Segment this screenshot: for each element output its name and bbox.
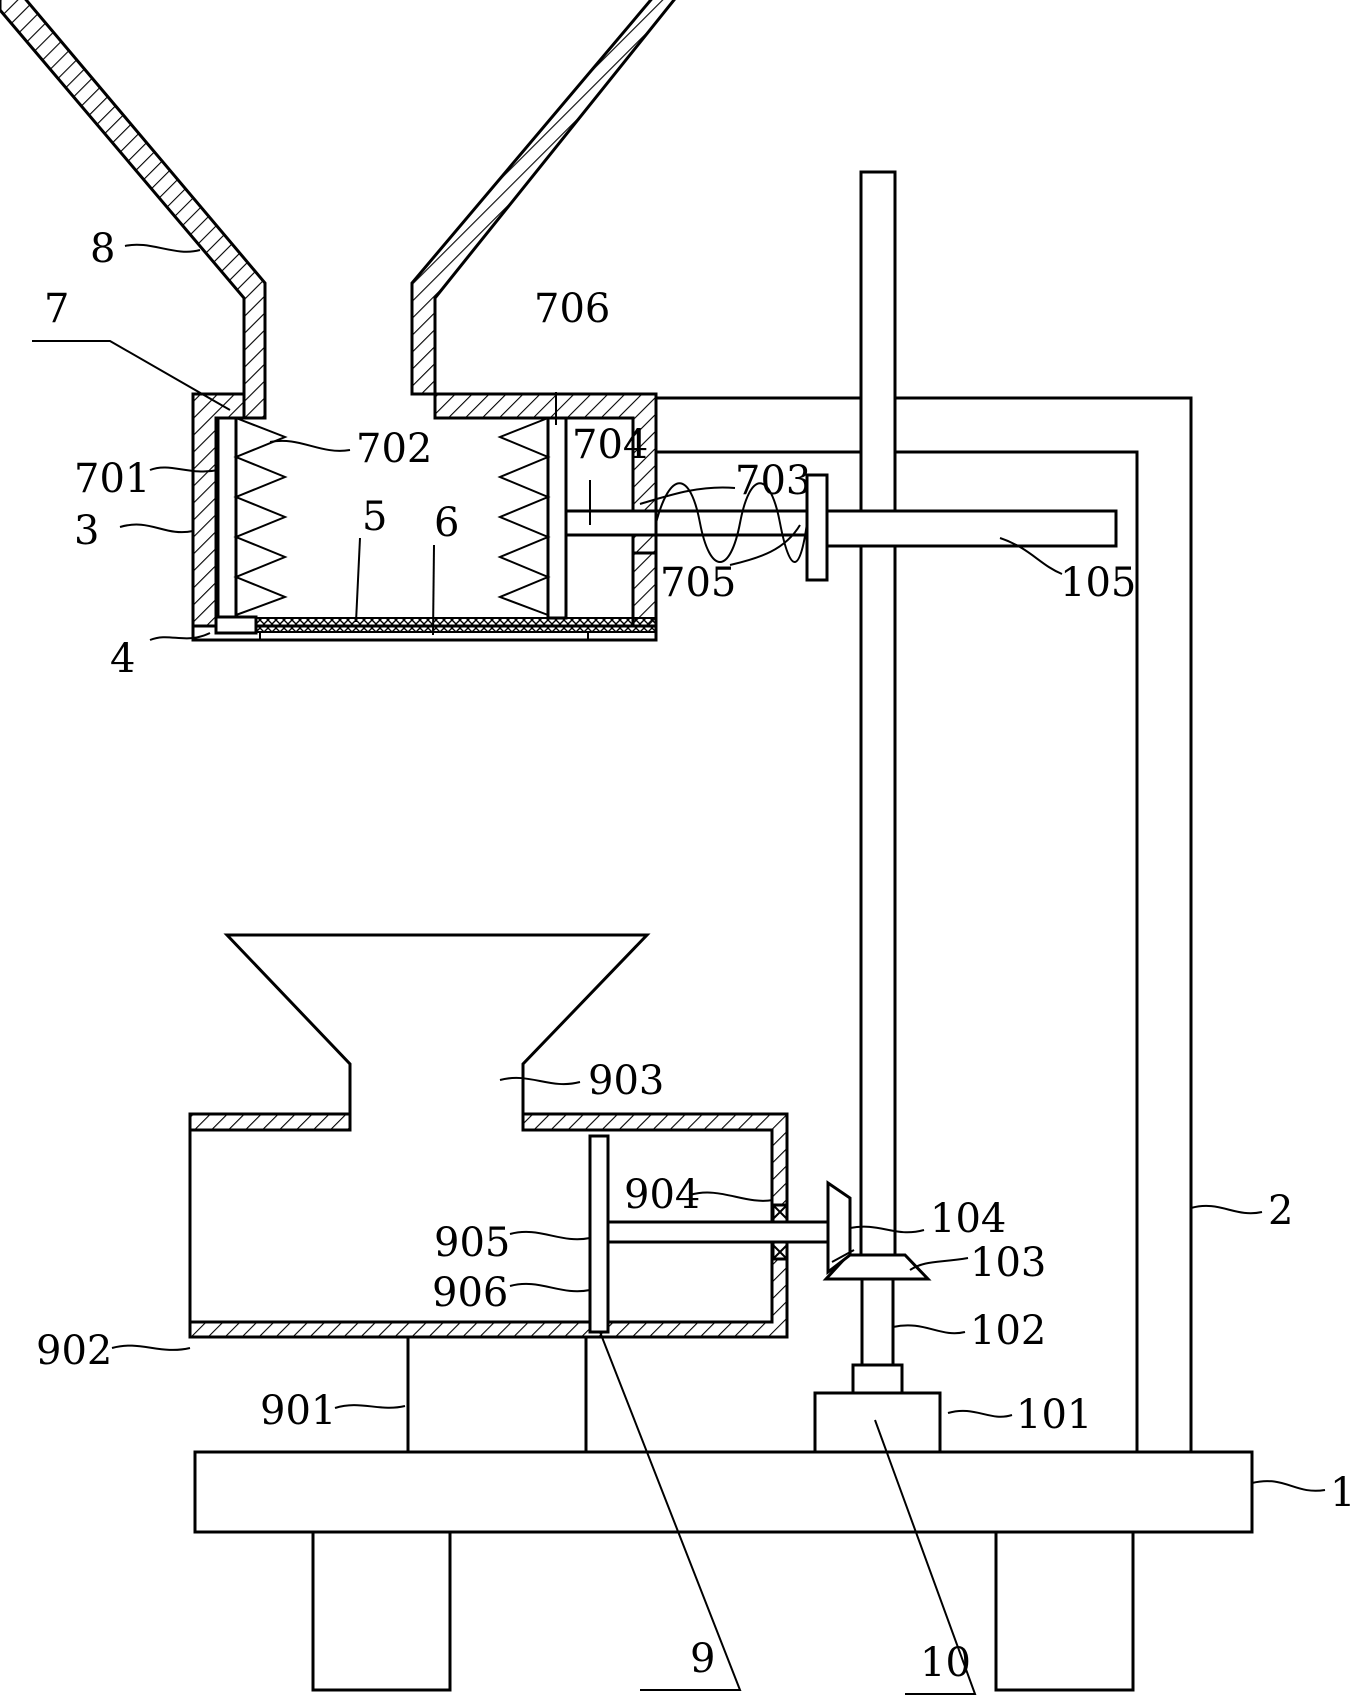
slider-4 <box>214 615 258 635</box>
spring-705 <box>655 482 808 563</box>
hopper-right-wall <box>410 0 676 396</box>
label-9: 9 <box>690 1636 715 1682</box>
base-plate <box>193 1450 1254 1534</box>
frame <box>654 396 1193 1454</box>
plate-701 <box>216 416 238 620</box>
vertical-rod <box>859 170 897 1259</box>
label-105: 105 <box>1060 560 1136 606</box>
label-102: 102 <box>970 1308 1046 1354</box>
motor <box>813 1391 942 1454</box>
label-6: 6 <box>434 500 459 546</box>
label-903: 903 <box>588 1058 664 1104</box>
label-3: 3 <box>74 508 99 554</box>
sawteeth-left <box>233 417 288 616</box>
frame-inner <box>654 450 1139 1454</box>
label-4: 4 <box>110 636 135 682</box>
label-902: 902 <box>36 1328 112 1374</box>
frame-outer <box>654 396 1193 1454</box>
plate-706 <box>546 416 568 620</box>
label-904: 904 <box>624 1172 700 1218</box>
label-7: 7 <box>44 286 69 332</box>
label-701: 701 <box>74 456 150 502</box>
label-906: 906 <box>432 1270 508 1316</box>
screen-box <box>191 392 809 642</box>
shaft-905 <box>606 1220 830 1244</box>
label-103: 103 <box>970 1240 1046 1286</box>
leader-lines <box>32 243 1326 1695</box>
label-104: 104 <box>930 1196 1006 1242</box>
label-702: 702 <box>356 426 432 472</box>
label-706: 706 <box>534 286 610 332</box>
label-2: 2 <box>1268 1188 1293 1234</box>
label-703: 703 <box>735 458 811 504</box>
label-1: 1 <box>1330 1470 1355 1516</box>
labels: 1 2 3 4 5 6 7 8 9 10 101 102 103 104 105… <box>36 226 1355 1686</box>
crusher <box>188 933 830 1454</box>
bearing-mark <box>772 1204 788 1260</box>
funnel-903 <box>223 933 651 1116</box>
horizontal-arm <box>825 509 1118 548</box>
motor-coupling <box>851 1363 904 1395</box>
label-704: 704 <box>572 422 648 468</box>
hopper-left-wall <box>0 0 267 420</box>
rod-704-ext <box>654 509 809 537</box>
base-leg-left <box>311 1530 452 1692</box>
label-901: 901 <box>260 1388 336 1434</box>
upper-hopper <box>0 0 676 420</box>
base-assembly <box>193 1450 1254 1692</box>
base-leg-right <box>994 1530 1135 1692</box>
label-5: 5 <box>362 494 387 540</box>
screen-mesh <box>215 617 657 633</box>
rod-704 <box>564 509 658 537</box>
bevel-gear-horizontal <box>822 1253 932 1281</box>
label-705: 705 <box>660 560 736 606</box>
label-101: 101 <box>1016 1392 1092 1438</box>
crusher-top-left <box>188 1112 352 1132</box>
blade-906 <box>588 1134 610 1334</box>
label-8: 8 <box>90 226 115 272</box>
gear-shadow <box>831 1249 855 1263</box>
lower-shaft <box>860 1276 895 1367</box>
label-10: 10 <box>920 1640 971 1686</box>
label-905: 905 <box>434 1220 510 1266</box>
sawteeth-right <box>497 417 551 616</box>
drive-assembly <box>813 170 942 1454</box>
